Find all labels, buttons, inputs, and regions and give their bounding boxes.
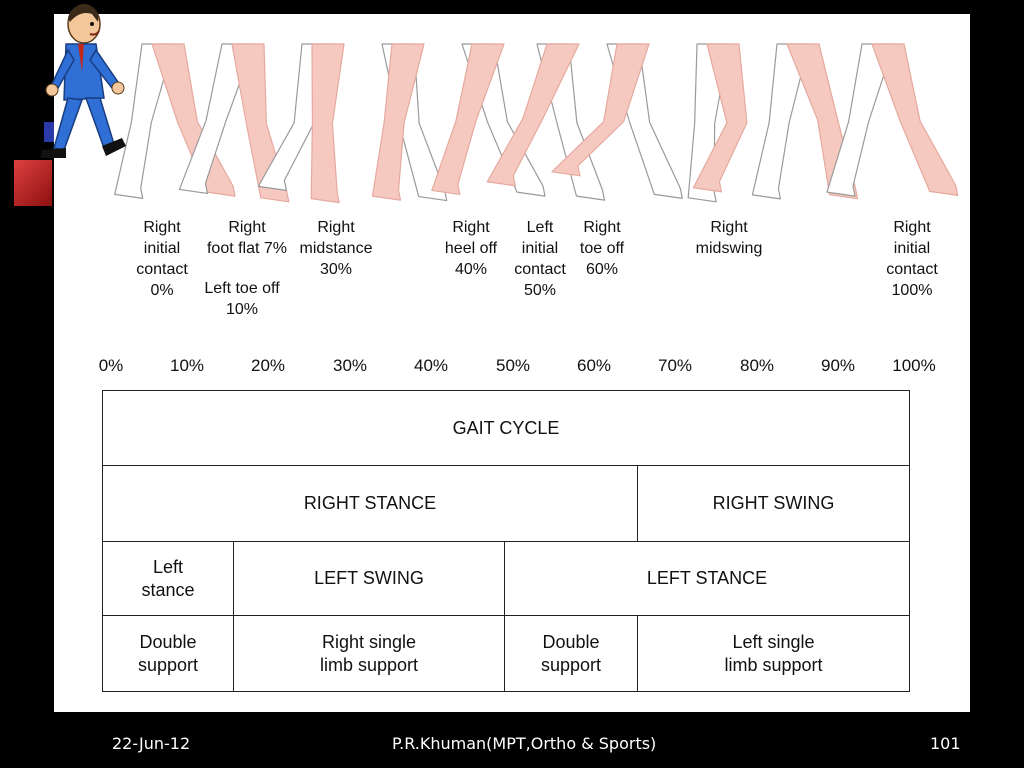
cell-gait-cycle: GAIT CYCLE: [102, 390, 910, 466]
right-leg-figure: [871, 43, 959, 196]
slide-content: Right initial contact 0% Right foot flat…: [54, 14, 970, 712]
phase-label-right-toe-off-60: Right toe off 60%: [579, 219, 625, 278]
tick-label: 70%: [657, 356, 693, 375]
phase-label-right-heel-off-40: Right heel off 40%: [444, 219, 498, 278]
right-leg-figure: [692, 43, 748, 193]
cell-double-support-2: Double support: [504, 615, 638, 692]
footer-page-number: 101: [930, 734, 961, 753]
walking-man-icon: [40, 4, 126, 158]
cell-left-swing: LEFT SWING: [233, 541, 505, 616]
phase-label-left-toe-off-10: Left toe off 10%: [204, 280, 280, 318]
footer-date: 22-Jun-12: [112, 734, 191, 753]
tick-label: 30%: [332, 356, 368, 375]
cell-right-single-limb-support: Right single limb support: [233, 615, 505, 692]
decorative-blue-mark: [44, 122, 54, 142]
phase-label-right-foot-flat-7: Right foot flat 7%: [206, 219, 288, 257]
right-leg-figure: [551, 43, 650, 177]
tick-label: 40%: [413, 356, 449, 375]
right-leg-figure: [486, 43, 580, 187]
right-leg-figure: [371, 43, 425, 201]
cell-right-stance: RIGHT STANCE: [102, 465, 638, 542]
tick-label: 0%: [98, 356, 124, 375]
tick-label: 10%: [169, 356, 205, 375]
gait-legs-illustration: [114, 43, 959, 204]
phase-label-left-initial-contact-50: Left initial contact 50%: [514, 219, 566, 299]
gait-cycle-table: GAIT CYCLE RIGHT STANCE RIGHT SWING Left…: [102, 390, 910, 692]
tick-label: 50%: [495, 356, 531, 375]
tick-label: 60%: [576, 356, 612, 375]
cell-left-single-limb-support: Left single limb support: [637, 615, 910, 692]
decorative-red-square: [14, 160, 52, 206]
phase-label-right-initial-contact-0: Right initial contact 0%: [136, 219, 188, 299]
tick-label: 100%: [892, 356, 936, 375]
phase-label-right-midstance-30: Right midstance 30%: [299, 219, 373, 278]
cell-left-stance: LEFT STANCE: [504, 541, 910, 616]
phase-label-right-initial-contact-100: Right initial contact 100%: [886, 219, 938, 299]
right-leg-figure: [310, 43, 345, 204]
cell-double-support-1: Double support: [102, 615, 234, 692]
footer-author: P.R.Khuman(MPT,Ortho & Sports): [392, 734, 657, 753]
tick-label: 20%: [250, 356, 286, 375]
phase-label-right-midswing: Right midswing: [695, 219, 763, 257]
cell-right-swing: RIGHT SWING: [637, 465, 910, 542]
cell-left-stance-short: Left stance: [102, 541, 234, 616]
tick-label: 80%: [739, 356, 775, 375]
right-leg-figure: [431, 43, 505, 196]
tick-label: 90%: [820, 356, 856, 375]
